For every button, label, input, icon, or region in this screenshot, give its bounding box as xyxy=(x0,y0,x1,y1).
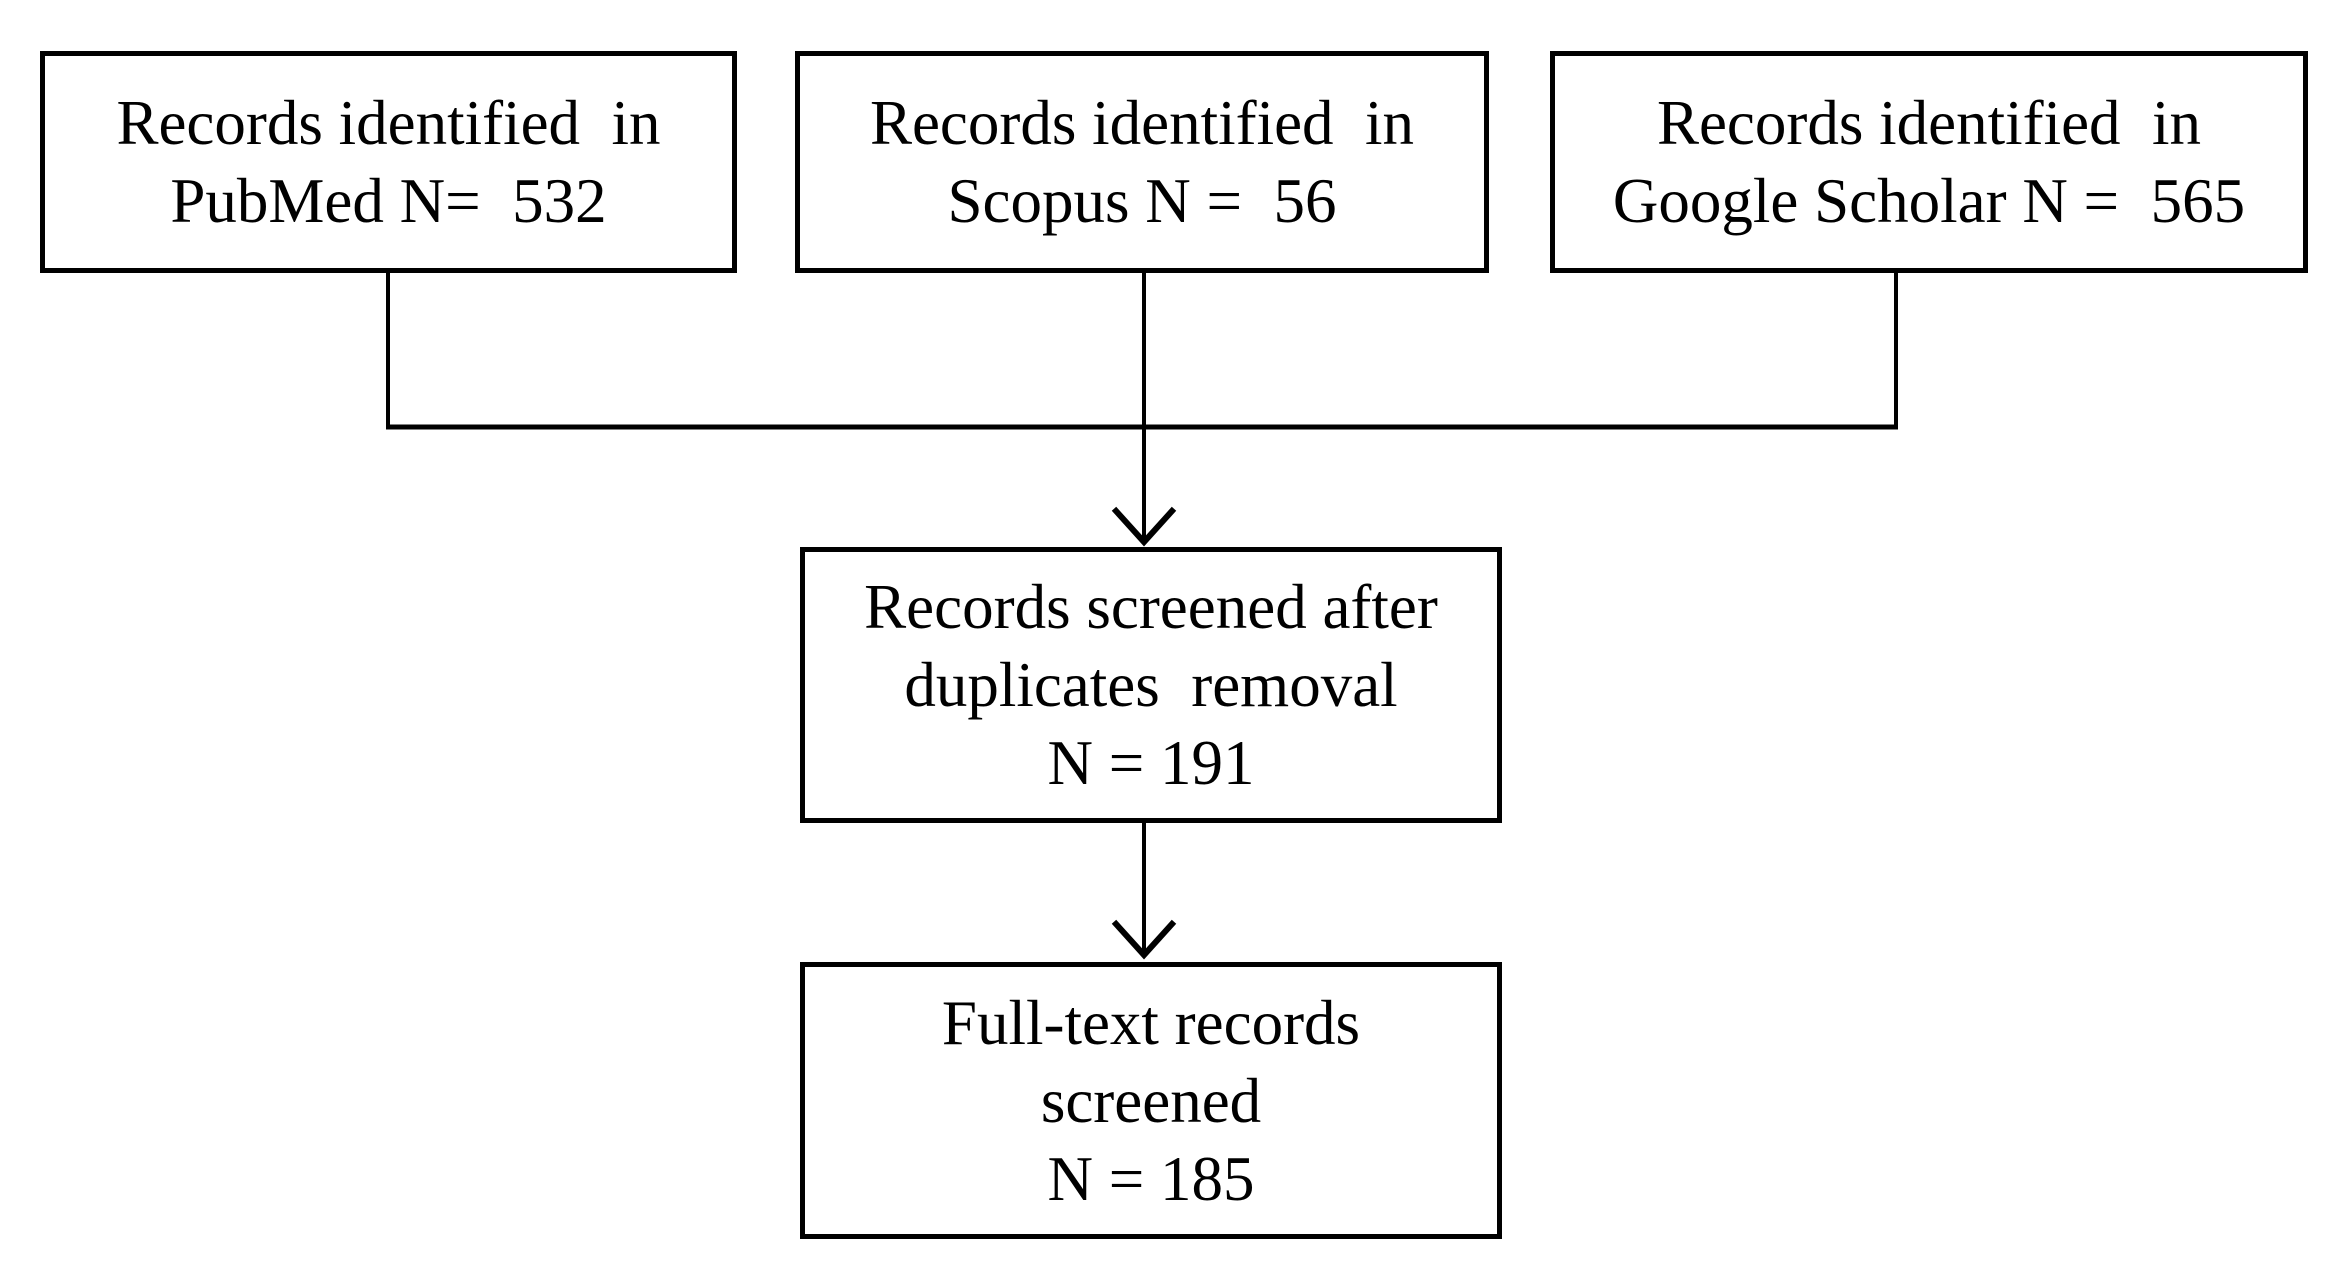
flow-box-text-line: N = 191 xyxy=(1047,728,1255,798)
flow-box-pubmed: Records identified in PubMed N= 532 xyxy=(40,51,737,273)
arrowhead-down-icon xyxy=(1111,506,1177,547)
flow-box-text-line: Full-text records xyxy=(941,987,1361,1058)
flow-box-text-line: screened xyxy=(1040,1065,1262,1136)
flow-box-text-line: N = 185 xyxy=(1047,1143,1255,1214)
flow-box-google-scholar: Records identified in Google Scholar N =… xyxy=(1550,51,2308,273)
flow-box-text-line: Records identified in xyxy=(116,88,661,158)
flow-box-text-line: duplicates removal xyxy=(904,650,1398,720)
flow-box-screened-after-duplicates: Records screened after duplicates remova… xyxy=(800,547,1502,823)
flow-box-text-line: Records screened after xyxy=(864,572,1438,642)
flow-box-text-line: Scopus N = 56 xyxy=(947,166,1337,236)
flow-box-text-line: Google Scholar N = 565 xyxy=(1612,166,2246,236)
flow-box-fulltext-screened: Full-text records screened N = 185 xyxy=(800,962,1502,1239)
flow-box-text-line: Records identified in xyxy=(869,88,1415,158)
arrowhead-down-icon xyxy=(1111,919,1177,960)
flow-box-text-line: Records identified in xyxy=(1656,88,2202,158)
flow-box-scopus: Records identified in Scopus N = 56 xyxy=(795,51,1489,273)
flow-box-text-line: PubMed N= 532 xyxy=(170,166,607,236)
